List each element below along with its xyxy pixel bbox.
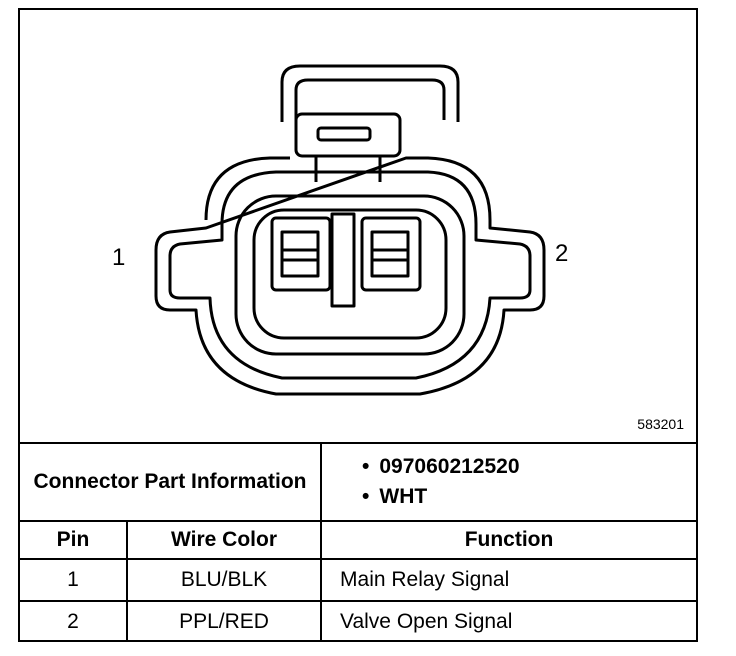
latch-tab xyxy=(294,112,402,158)
wire-color-cell: BLU/BLK xyxy=(125,558,323,602)
function-cell: Main Relay Signal xyxy=(320,558,697,602)
terminal-pin-2-detail xyxy=(370,230,410,278)
part-color: WHT xyxy=(362,482,696,512)
latch-stem xyxy=(314,156,382,182)
terminal-cavity-outer xyxy=(234,194,466,356)
header-wire-color: Wire Color xyxy=(125,520,323,560)
pin-cell: 1 xyxy=(20,558,128,602)
function-cell: Valve Open Signal xyxy=(320,600,697,642)
wire-color-cell: PPL/RED xyxy=(125,600,323,642)
figure-id: 583201 xyxy=(637,416,684,432)
pin-1-label: 1 xyxy=(112,244,126,271)
pin-2-label: 2 xyxy=(555,240,569,267)
connector-part-values: 097060212520 WHT xyxy=(320,444,697,522)
latch-loop-outer xyxy=(280,64,460,122)
pin-cell: 2 xyxy=(20,600,128,642)
terminal-cavity-inner xyxy=(252,208,448,340)
connector-part-label: Connector Part Information xyxy=(20,444,323,522)
terminal-pin-1 xyxy=(270,216,332,292)
terminal-pin-1-detail xyxy=(280,230,320,278)
table-header-row: Pin Wire Color Function xyxy=(20,520,697,560)
part-number: 097060212520 xyxy=(362,452,696,482)
connector-part-row: Connector Part Information 097060212520 … xyxy=(20,444,697,522)
latch-loop-inner xyxy=(294,78,446,120)
housing-inner-rim xyxy=(168,170,532,380)
housing-outer xyxy=(154,156,546,396)
connector-info-table: Connector Part Information 097060212520 … xyxy=(20,444,697,642)
terminal-pin-2 xyxy=(360,216,422,292)
table-row: 1 BLU/BLK Main Relay Signal xyxy=(20,558,697,602)
header-pin: Pin xyxy=(20,520,128,560)
latch-slot xyxy=(316,126,372,142)
table-row: 2 PPL/RED Valve Open Signal xyxy=(20,600,697,642)
center-key xyxy=(330,212,356,308)
connector-sheet: 1 2 583201 Connector Part Information 09… xyxy=(18,8,698,642)
connector-diagram: 1 2 583201 xyxy=(20,10,696,444)
connector-face-drawing xyxy=(154,64,546,396)
header-function: Function xyxy=(320,520,697,560)
